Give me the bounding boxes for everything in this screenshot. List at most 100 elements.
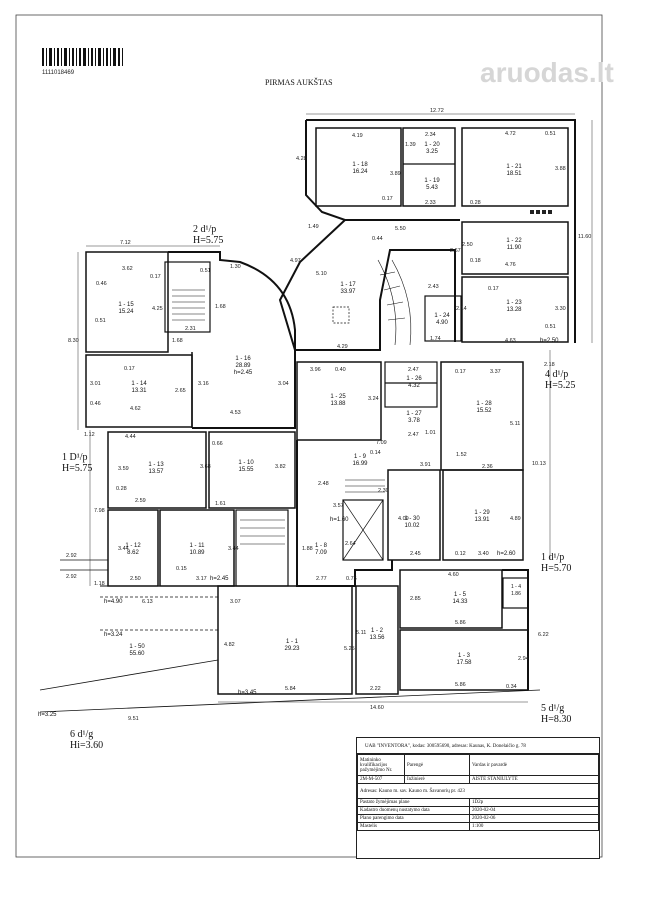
room-id: 1 - 20: [424, 142, 440, 148]
entrance-height: H=5.70: [541, 563, 571, 574]
height-mark: h=3.25: [38, 712, 57, 718]
dimension-numbers: 12.72 4.19 2.34 1.39 4.72 0.51 3.89 2.33…: [66, 108, 591, 722]
cadastre-label: Kadastro duomenų nustatymo data: [357, 806, 470, 815]
dim: 4.89: [510, 516, 521, 522]
dim: 2.45: [410, 551, 421, 557]
col-role: Parengė: [404, 754, 470, 776]
room-area: 18.51: [506, 171, 522, 177]
room-id: 1 - 28: [476, 401, 492, 407]
room-area: 11.90: [507, 245, 522, 251]
dim: 4.53: [230, 410, 241, 416]
title-table: Matininko kvalifikacijos pažymėjimo Nr. …: [357, 754, 599, 831]
dim: 2.33: [425, 200, 436, 206]
dim: 0.17: [150, 274, 161, 280]
room-area: 5.43: [426, 185, 438, 191]
dim: 3.44: [118, 546, 129, 552]
dim: 0.46: [90, 401, 101, 407]
entrance-label: 6 d¹/g: [70, 729, 93, 740]
dim: 4.25: [152, 306, 163, 312]
entrance-height: H=5.75: [193, 235, 223, 246]
address: Adresas: Kauno m. sav. Kauno m. Šavanori…: [357, 783, 599, 799]
room-id: 1 - 10: [238, 460, 254, 466]
dim: 3.40: [478, 551, 489, 557]
dim: 3.59: [118, 466, 129, 472]
dim: 1.18: [94, 581, 105, 587]
dim: 3.88: [555, 166, 566, 172]
dim: 2.31: [185, 326, 196, 332]
room-area: 17.58: [456, 660, 472, 666]
room-id: 1 - 4: [511, 584, 521, 590]
height-mark: h=4.90: [104, 599, 123, 605]
room-id: 1 - 21: [506, 164, 522, 170]
dim: 4.63: [505, 338, 516, 344]
room-area: 3.78: [408, 418, 420, 424]
dimension-lines: [77, 113, 593, 703]
dim: 0.51: [545, 131, 556, 137]
room-area: 3.25: [426, 149, 438, 155]
dim: 5.25: [344, 646, 355, 652]
room-area: 28.89: [235, 363, 251, 369]
dim: 4.62: [130, 406, 141, 412]
entrance-height: H=5.75: [62, 463, 92, 474]
room-area: 1.86: [511, 591, 521, 597]
barcode-number: 1111018469: [42, 70, 75, 76]
room-id: 1 - 5: [454, 592, 467, 598]
height-annotations: h=2.50 h=1.60 h=2.60 h=2.45 h=4.90 h=3.2…: [38, 338, 559, 718]
height-mark: h=2.45: [210, 576, 229, 582]
dim: 0.51: [545, 324, 556, 330]
room-area: 13.56: [369, 635, 385, 641]
dim: 2.94: [518, 656, 529, 662]
dim: 0.44: [372, 236, 383, 242]
dim: 6.22: [538, 632, 549, 638]
room-id: 1 - 8: [315, 543, 328, 549]
room-id: 1 - 14: [131, 381, 147, 387]
room-id: 1 - 25: [330, 394, 346, 400]
room-id: 1 - 2: [371, 628, 384, 634]
dim: 4.72: [505, 131, 516, 137]
room-id: 1 - 29: [474, 510, 490, 516]
dim: 3.57: [333, 503, 344, 509]
dim: 2.50: [462, 242, 473, 248]
room-id: 1 - 1: [286, 639, 299, 645]
entrance-height: H=8.30: [541, 714, 571, 725]
room-area: 10.89: [189, 550, 205, 556]
dim: 2.14: [456, 306, 467, 312]
dim: 0.75: [346, 576, 357, 582]
entrance-labels: 2 d¹/p H=5.75 4 d¹/p H=5.25 1 D¹/p H=5.7…: [62, 224, 575, 751]
dim: 1.39: [405, 142, 416, 148]
height-mark: h=3.45: [238, 690, 257, 696]
room-id: 1 - 19: [424, 178, 440, 184]
prep-value: 2020-02-06: [469, 814, 599, 823]
dim: 1.74: [430, 336, 441, 342]
room-area: 4.32: [408, 383, 420, 389]
room-id: 1 - 30: [404, 516, 420, 522]
dim: 2.50: [130, 576, 141, 582]
room-area: 29.23: [284, 646, 300, 652]
dim: 7.09: [376, 440, 387, 446]
dim: 2.18: [544, 362, 555, 368]
dim: 1.01: [425, 430, 436, 436]
room-area: 13.57: [148, 469, 164, 475]
dim: 3.04: [278, 381, 289, 387]
prep-label: Plano parengimo data: [357, 814, 470, 823]
dim: 9.51: [128, 716, 139, 722]
room-area: 55.60: [129, 651, 145, 657]
walls: [39, 119, 576, 713]
room-id: 1 - 26: [406, 376, 422, 382]
entrance-label: 1 d¹/p: [541, 552, 564, 563]
height-mark: h=2.60: [497, 551, 516, 557]
dim: 0.17: [455, 369, 466, 375]
dim: 4.82: [224, 642, 235, 648]
room-id: 1 - 13: [148, 462, 164, 468]
dim: 2.47: [408, 367, 419, 373]
dim: 10.13: [532, 461, 546, 467]
entrance-label: 1 D¹/p: [62, 452, 88, 463]
dim: 5.84: [285, 686, 296, 692]
room-id: 1 - 18: [352, 162, 368, 168]
room-id: 1 - 16: [235, 356, 251, 362]
room-id: 1 - 15: [118, 302, 134, 308]
dim: 2.30: [378, 488, 389, 494]
dim: 2.47: [408, 432, 419, 438]
room-id: 1 - 22: [506, 238, 522, 244]
